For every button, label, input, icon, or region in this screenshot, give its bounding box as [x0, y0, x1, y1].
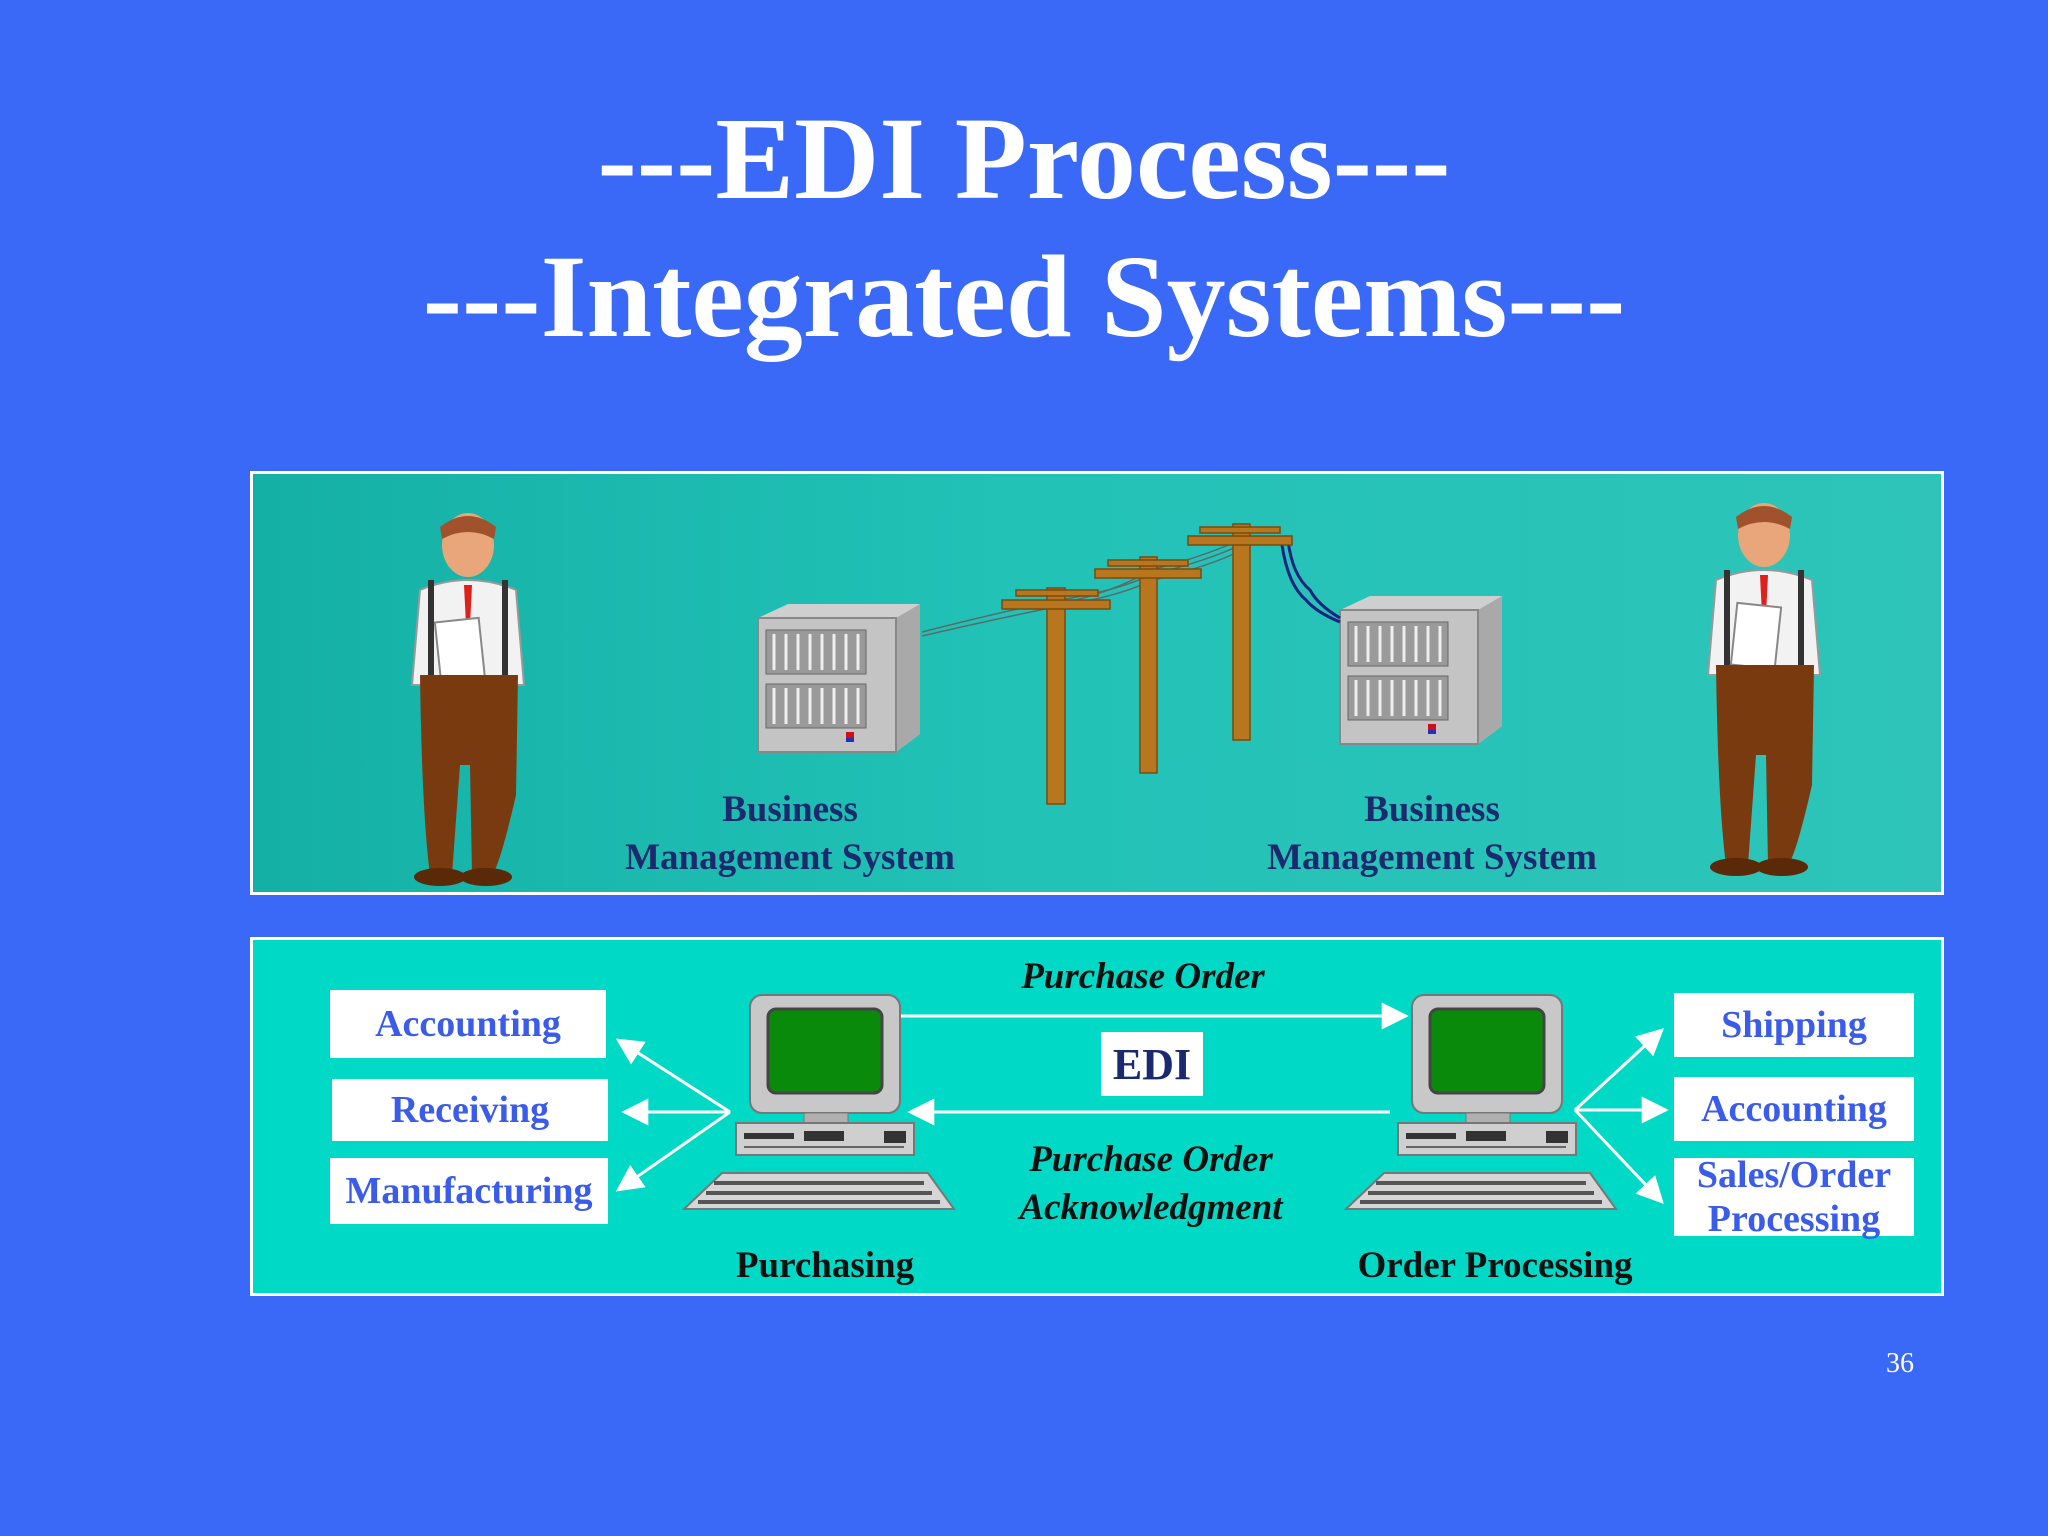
network-cable: [1280, 539, 1341, 624]
businessman-left-icon: [410, 513, 526, 886]
right-flow-arrows: [1573, 1028, 1669, 1204]
edi-badge: EDI: [1101, 1032, 1203, 1096]
order-processing-label: Order Processing: [1357, 1245, 1633, 1286]
purchasing-label: Purchasing: [735, 1245, 915, 1286]
acknowledgment-label-line2: Acknowledgment: [1019, 1187, 1283, 1228]
business-management-system-left: Business Management System: [625, 789, 955, 878]
title-line-1: ---EDI Process---: [597, 93, 1451, 224]
server-left-icon: [757, 604, 920, 753]
telephone-pole-icon-1: [1001, 587, 1111, 805]
dept-receiving: Receiving: [332, 1079, 608, 1141]
dept-shipping: Shipping: [1674, 993, 1914, 1057]
dept-sales-order-processing: Sales/Order Processing: [1674, 1154, 1914, 1240]
desktop-computer-right-icon: [1343, 994, 1618, 1210]
dept-accounting-left: Accounting: [330, 990, 606, 1058]
page-number: 36: [1886, 1348, 1914, 1379]
acknowledgment-label-line1: Purchase Order: [1029, 1139, 1273, 1180]
business-management-system-right: Business Management System: [1267, 789, 1597, 878]
dept-manufacturing: Manufacturing: [330, 1158, 608, 1224]
businessman-right-icon: [1706, 503, 1822, 876]
purchase-order-label: Purchase Order: [1021, 956, 1265, 997]
left-flow-arrows: [615, 1038, 731, 1192]
server-right-icon: [1339, 596, 1502, 745]
telephone-pole-icon-2: [1094, 556, 1202, 774]
telephone-pole-icon-3: [1187, 523, 1293, 741]
network-panel: [250, 471, 1944, 895]
dept-accounting-right: Accounting: [1674, 1077, 1914, 1141]
desktop-computer-left-icon: [681, 994, 956, 1210]
title-line-2: ---Integrated Systems---: [422, 231, 1626, 362]
